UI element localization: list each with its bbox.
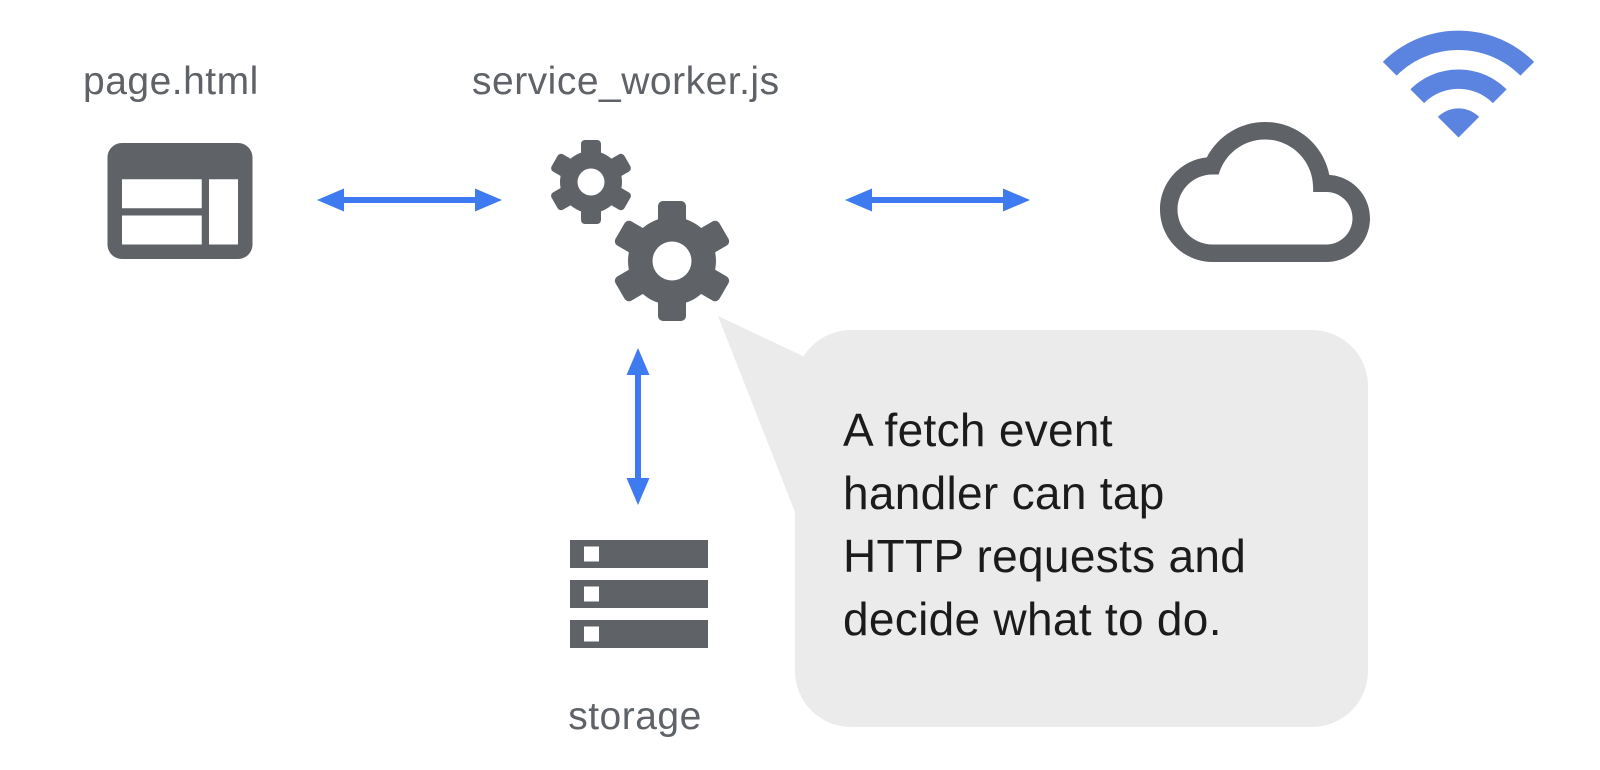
callout-line: decide what to do. [843, 593, 1222, 645]
cloud-icon [1160, 122, 1370, 262]
callout-line: handler can tap [843, 467, 1165, 519]
server-stack-icon [570, 540, 708, 648]
gear-large-icon [614, 201, 730, 321]
callout-text: A fetch event handler can tap HTTP reque… [843, 399, 1246, 651]
wifi-icon [1382, 30, 1535, 138]
arrow-serviceworker-to-network [845, 188, 1030, 212]
gear-small-icon [551, 140, 631, 224]
callout-bubble [795, 330, 1368, 727]
arrow-page-to-serviceworker [317, 188, 502, 212]
storage-label: storage [568, 695, 702, 738]
web-page-icon [107, 143, 253, 259]
gears-icon [551, 140, 730, 321]
page-html-label: page.html [83, 60, 259, 103]
service-worker-label: service_worker.js [472, 60, 780, 103]
arrow-serviceworker-to-storage [626, 348, 650, 505]
callout-line: HTTP requests and [843, 530, 1247, 582]
callout-line: A fetch event [843, 404, 1113, 456]
